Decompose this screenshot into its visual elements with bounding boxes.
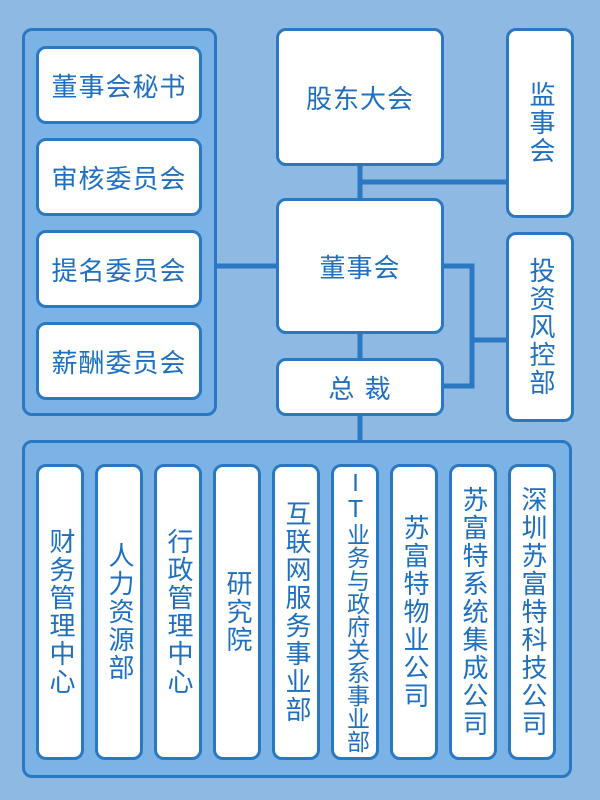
dept-hr-label: 人力资源部	[104, 542, 134, 682]
dept-internet-label: 互联网服务事业部	[281, 500, 311, 724]
dept-hr-box[interactable]: 人力资源部	[95, 464, 143, 760]
dept-integration-label: 苏富特系统集成公司	[458, 486, 488, 738]
risk-control-label: 投资风控部	[525, 257, 555, 397]
risk-control-box[interactable]: 投资风控部	[506, 232, 574, 422]
board-label: 董事会	[319, 253, 401, 284]
dept-research-label: 研究院	[222, 570, 252, 654]
secretary-box[interactable]: 董事会秘书	[36, 46, 202, 124]
remuneration-committee-label: 薪酬委员会	[51, 348, 187, 379]
audit-committee-box[interactable]: 审核委员会	[36, 138, 202, 216]
dept-property-box[interactable]: 苏富特物业公司	[390, 464, 438, 760]
remuneration-committee-box[interactable]: 薪酬委员会	[36, 322, 202, 400]
dept-finance-box[interactable]: 财务管理中心	[36, 464, 84, 760]
dept-property-label: 苏富特物业公司	[399, 514, 429, 710]
dept-internet-box[interactable]: 互联网服务事业部	[272, 464, 320, 760]
nomination-committee-label: 提名委员会	[51, 256, 187, 287]
dept-admin-label: 行政管理中心	[163, 528, 193, 696]
ceo-label: 总 裁	[328, 374, 392, 405]
shareholders-label: 股东大会	[305, 84, 414, 115]
secretary-label: 董事会秘书	[51, 72, 187, 103]
dept-it-gov-label: IT业务与政府关系事业部	[342, 471, 369, 753]
board-box[interactable]: 董事会	[276, 198, 444, 334]
dept-integration-box[interactable]: 苏富特系统集成公司	[449, 464, 497, 760]
ceo-box[interactable]: 总 裁	[276, 358, 444, 416]
shareholders-box[interactable]: 股东大会	[276, 28, 444, 166]
dept-finance-label: 财务管理中心	[45, 528, 75, 696]
dept-shenzhen-label: 深圳苏富特科技公司	[517, 486, 547, 738]
supervisors-box[interactable]: 监事会	[506, 28, 574, 218]
audit-committee-label: 审核委员会	[51, 164, 187, 195]
dept-admin-box[interactable]: 行政管理中心	[154, 464, 202, 760]
dept-it-gov-box[interactable]: IT业务与政府关系事业部	[331, 464, 379, 760]
dept-shenzhen-box[interactable]: 深圳苏富特科技公司	[508, 464, 556, 760]
supervisors-label: 监事会	[525, 81, 555, 165]
line-risk-bracket	[442, 263, 475, 389]
nomination-committee-box[interactable]: 提名委员会	[36, 230, 202, 308]
dept-research-box[interactable]: 研究院	[213, 464, 261, 760]
